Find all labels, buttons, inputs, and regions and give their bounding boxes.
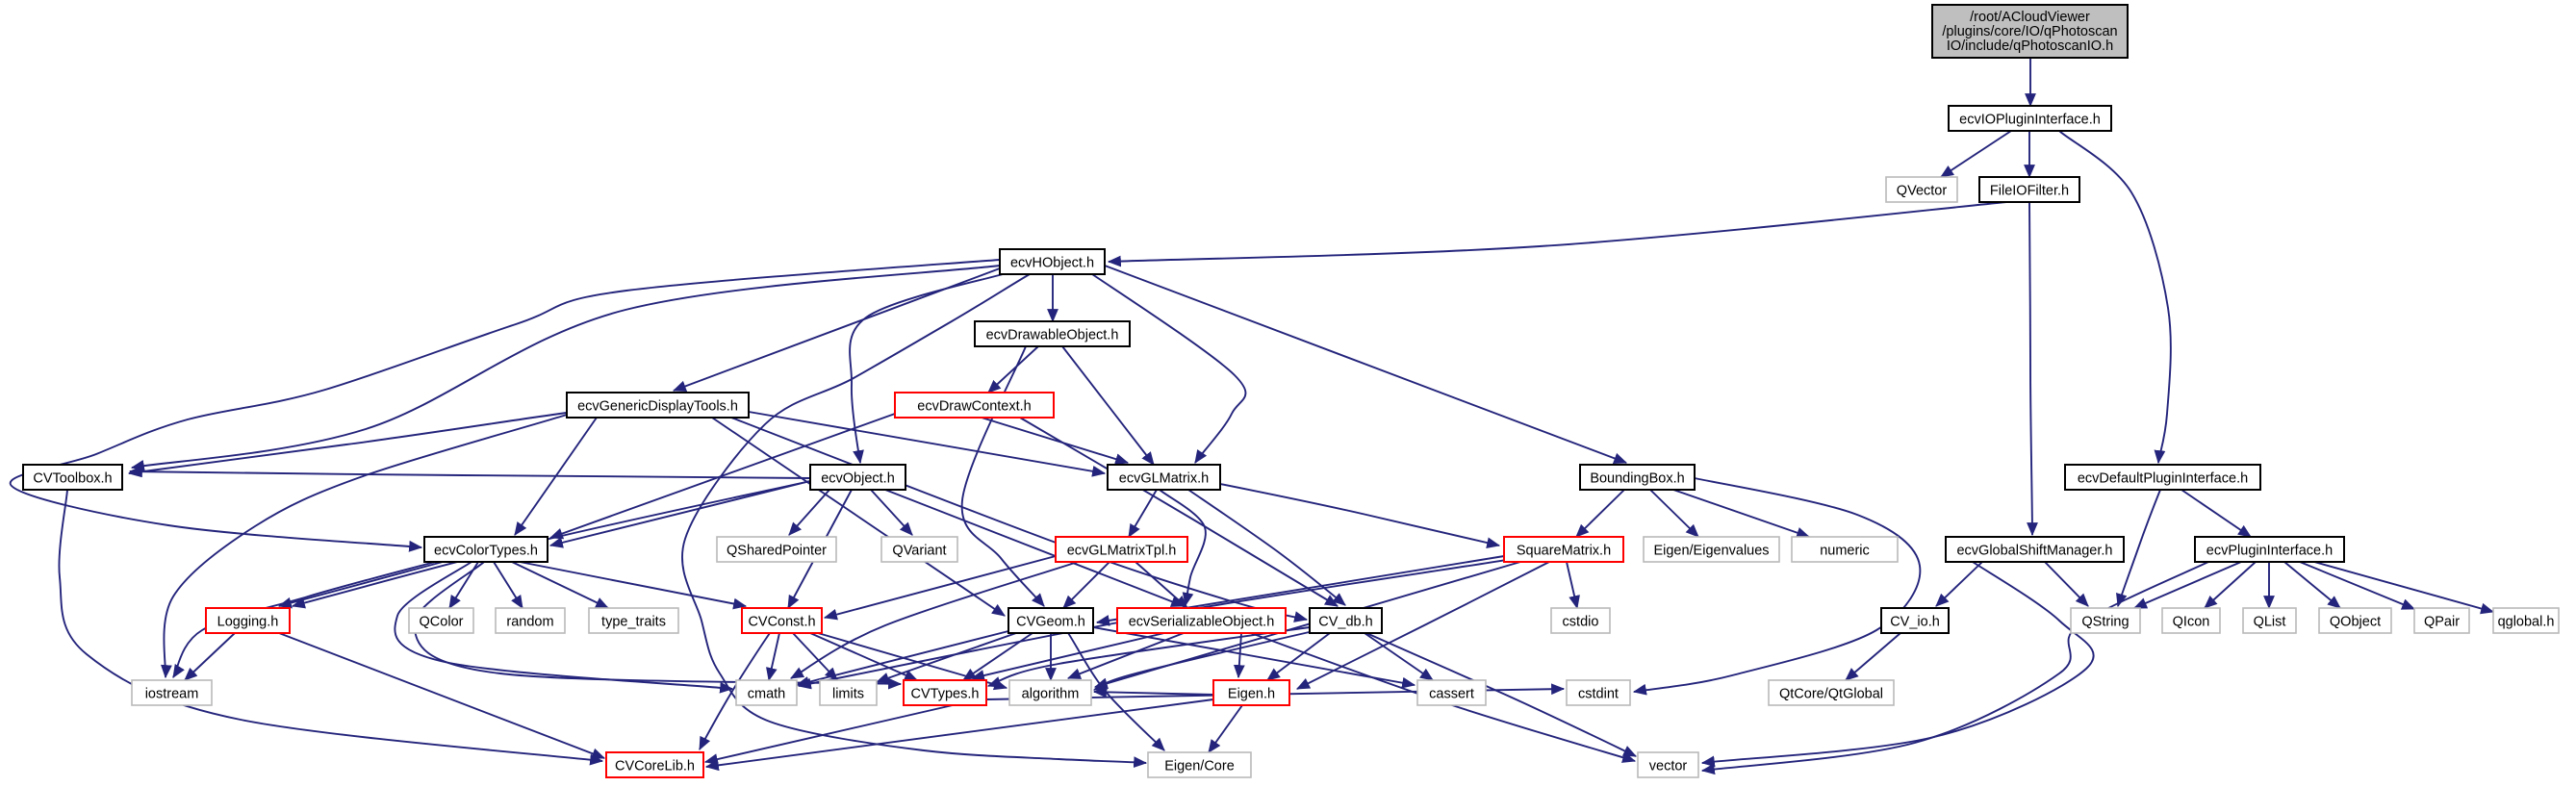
svg-text:ecvDefaultPluginInterface.h: ecvDefaultPluginInterface.h [2078,471,2248,487]
svg-text:SquareMatrix.h: SquareMatrix.h [1517,544,1611,559]
svg-text:IO/include/qPhotoscanIO.h: IO/include/qPhotoscanIO.h [1947,38,2113,54]
svg-text:numeric: numeric [1820,544,1870,559]
svg-text:BoundingBox.h: BoundingBox.h [1590,471,1684,487]
svg-text:ecvSerializableObject.h: ecvSerializableObject.h [1129,615,1275,630]
svg-text:iostream: iostream [145,687,199,702]
svg-text:FileIOFilter.h: FileIOFilter.h [1990,184,2069,199]
svg-text:ecvDrawableObject.h: ecvDrawableObject.h [986,328,1119,343]
svg-text:QColor: QColor [420,615,464,630]
svg-text:cmath: cmath [748,687,786,702]
svg-text:QPair: QPair [2424,615,2460,630]
svg-text:ecvObject.h: ecvObject.h [821,471,895,487]
svg-text:QVector: QVector [1897,184,1948,199]
svg-text:QSharedPointer: QSharedPointer [727,544,827,559]
svg-text:qglobal.h: qglobal.h [2498,615,2555,630]
svg-text:QVariant: QVariant [892,544,946,559]
svg-text:random: random [506,615,553,630]
svg-text:Eigen.h: Eigen.h [1228,687,1275,702]
svg-text:ecvIOPluginInterface.h: ecvIOPluginInterface.h [1959,113,2101,128]
svg-text:ecvGenericDisplayTools.h: ecvGenericDisplayTools.h [577,399,738,415]
svg-text:ecvGLMatrix.h: ecvGLMatrix.h [1119,471,1209,487]
svg-text:Eigen/Core: Eigen/Core [1164,759,1235,774]
svg-text:cstdio: cstdio [1563,615,1599,630]
svg-text:ecvGlobalShiftManager.h: ecvGlobalShiftManager.h [1956,544,2112,559]
svg-text:ecvDrawContext.h: ecvDrawContext.h [917,399,1031,415]
svg-text:CVToolbox.h: CVToolbox.h [33,471,112,487]
svg-text:ecvGLMatrixTpl.h: ecvGLMatrixTpl.h [1067,544,1177,559]
svg-text:cstdint: cstdint [1578,687,1619,702]
svg-text:CVGeom.h: CVGeom.h [1016,615,1085,630]
svg-text:CVTypes.h: CVTypes.h [911,687,980,702]
svg-text:type_traits: type_traits [601,615,666,630]
svg-text:QtCore/QtGlobal: QtCore/QtGlobal [1779,687,1883,702]
svg-text:ecvPluginInterface.h: ecvPluginInterface.h [2206,544,2333,559]
svg-text:CV_db.h: CV_db.h [1318,615,1372,630]
svg-text:QList: QList [2254,615,2286,630]
svg-text:Logging.h: Logging.h [217,615,279,630]
svg-text:vector: vector [1649,759,1688,774]
svg-text:Eigen/Eigenvalues: Eigen/Eigenvalues [1653,544,1769,559]
svg-text:ecvColorTypes.h: ecvColorTypes.h [434,544,538,559]
svg-text:/root/ACloudViewer: /root/ACloudViewer [1970,10,2090,25]
svg-text:QString: QString [2081,615,2129,630]
svg-text:cassert: cassert [1429,687,1474,702]
svg-text:/plugins/core/IO/qPhotoscan: /plugins/core/IO/qPhotoscan [1942,24,2117,39]
svg-text:CVCoreLib.h: CVCoreLib.h [615,759,695,774]
svg-text:ecvHObject.h: ecvHObject.h [1010,256,1094,271]
svg-text:algorithm: algorithm [1022,687,1080,702]
svg-text:CV_io.h: CV_io.h [1890,615,1940,630]
svg-text:QIcon: QIcon [2173,615,2210,630]
svg-text:CVConst.h: CVConst.h [748,615,815,630]
svg-text:QObject: QObject [2330,615,2381,630]
svg-text:limits: limits [832,687,864,702]
